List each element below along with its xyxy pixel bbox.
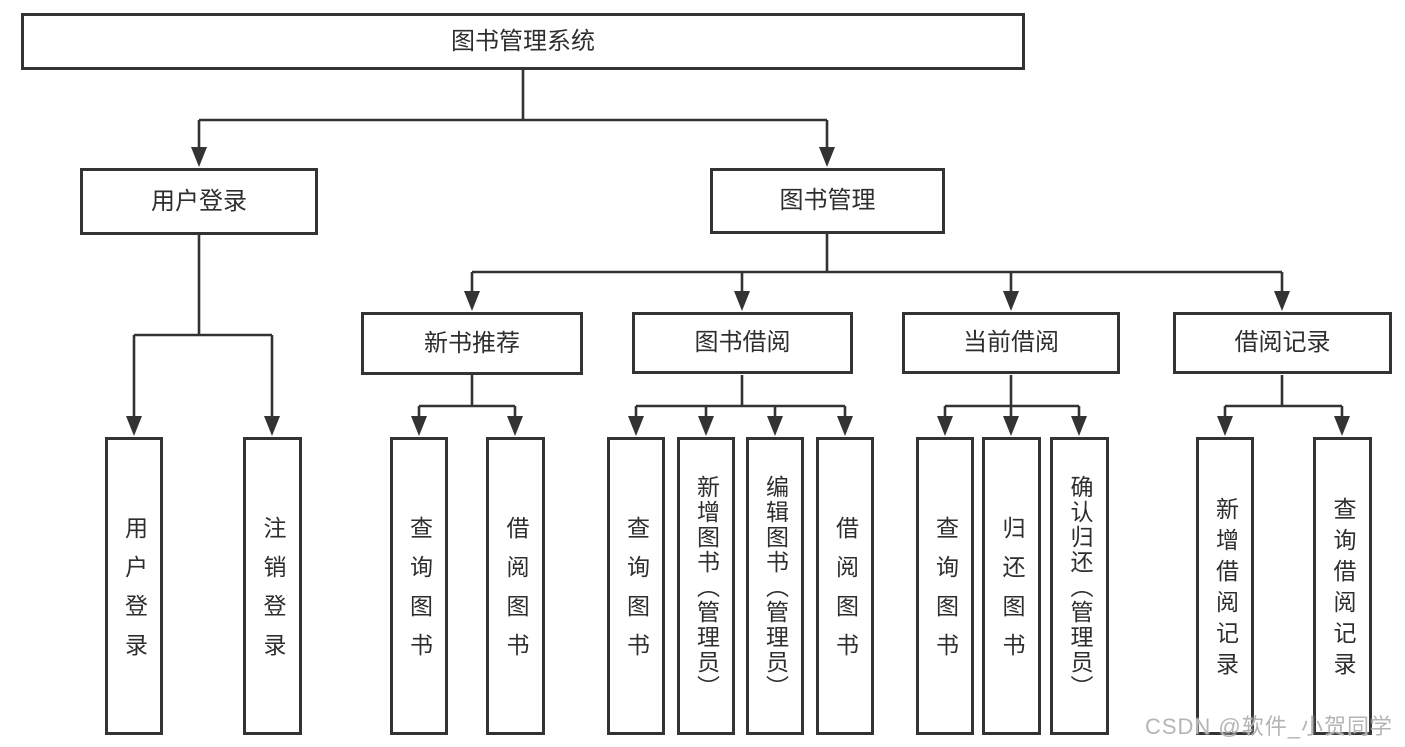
node-current-borrowing: 当前借阅 [902,312,1120,374]
connector-userlogin-to-leaves [132,235,274,418]
leaf-query-borrow-record: 查询借阅记录 [1313,437,1372,735]
node-book-management: 图书管理 [710,168,945,234]
connector-newbook-to-leaves [417,375,517,418]
connector-records-to-leaves [1223,375,1344,418]
node-book-borrowing: 图书借阅 [632,312,853,374]
node-root-system: 图书管理系统 [21,13,1025,70]
connector-borrow-to-leaves [634,375,847,418]
node-borrowing-records: 借阅记录 [1173,312,1392,374]
connector-root-to-level2 [197,70,829,149]
connector-bookmgmt-to-level3 [470,234,1284,293]
node-user-login: 用户登录 [80,168,318,235]
leaf-add-borrow-record: 新增借阅记录 [1196,437,1254,735]
node-new-book-recommend: 新书推荐 [361,312,583,375]
leaf-edit-books-admin: 编辑图书（管理员） [746,437,804,735]
leaf-query-books-current: 查询图书 [916,437,974,735]
leaf-logout: 注销登录 [243,437,302,735]
leaf-confirm-return-admin: 确认归还（管理员） [1050,437,1109,735]
leaf-user-login: 用户登录 [105,437,163,735]
leaf-borrow-books-recommend: 借阅图书 [486,437,545,735]
leaf-borrow-books: 借阅图书 [816,437,874,735]
leaf-return-books: 归还图书 [982,437,1041,735]
leaf-add-books-admin: 新增图书（管理员） [677,437,735,735]
leaf-query-books-recommend: 查询图书 [390,437,448,735]
connector-current-to-leaves [943,375,1081,418]
leaf-query-books-borrow: 查询图书 [607,437,665,735]
csdn-watermark: CSDN @软件_小贺同学 [1144,714,1393,739]
